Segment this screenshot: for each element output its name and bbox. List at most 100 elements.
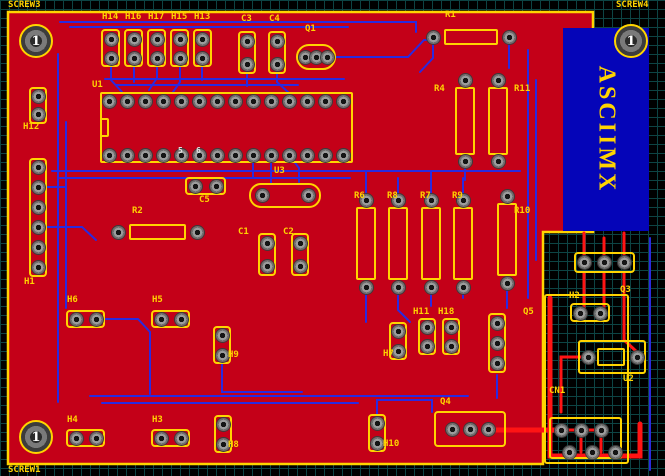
pad [491, 73, 505, 87]
copper-text-block[interactable]: ASCIIMX [563, 28, 649, 231]
footprint-outline [296, 44, 336, 70]
pad [210, 148, 224, 162]
pad [500, 276, 514, 290]
pad [500, 189, 514, 203]
ref-label-cn1: CN1 [549, 386, 566, 396]
board-title-text: ASCIIMX [593, 65, 620, 194]
ref-label-h10: H10 [383, 439, 400, 449]
pad [102, 148, 116, 162]
footprint-outline [549, 417, 622, 459]
label-screw1: SCREW1 [8, 465, 41, 475]
footprint-outline [444, 29, 498, 45]
pad [318, 94, 332, 108]
footprint-outline [214, 415, 232, 453]
pad [228, 94, 242, 108]
ref-label-q4: Q4 [440, 397, 451, 407]
pad [215, 328, 229, 342]
footprint-outline [66, 429, 105, 447]
pad [89, 312, 103, 326]
pad [318, 148, 332, 162]
pad [195, 32, 209, 46]
pad [282, 148, 296, 162]
pad [301, 188, 315, 202]
pad [192, 94, 206, 108]
pad [391, 344, 405, 358]
ref-label-r1: R1 [445, 10, 456, 20]
pad [174, 148, 188, 162]
footprint-outline [597, 348, 625, 366]
pad [554, 423, 568, 437]
ref-label-h18: H18 [438, 307, 455, 317]
ref-label-h17: H17 [148, 12, 165, 22]
mounting-hole-screw4[interactable]: 1 [614, 24, 648, 58]
pad [216, 417, 230, 431]
ref-label-h12: H12 [23, 122, 40, 132]
pad [593, 306, 607, 320]
footprint-outline [389, 322, 407, 360]
pad [370, 416, 384, 430]
pad [120, 94, 134, 108]
footprint-outline [101, 29, 120, 67]
footprint-outline [453, 207, 473, 280]
ref-label-h16: H16 [125, 12, 142, 22]
pad [391, 193, 405, 207]
ref-label-c1: C1 [238, 227, 249, 237]
footprint-outline [29, 87, 47, 124]
pad [574, 423, 588, 437]
pad [491, 154, 505, 168]
mounting-hole-screw1[interactable]: 1 [19, 420, 53, 454]
trace [59, 21, 417, 33]
pad [31, 260, 45, 274]
ref-label-h6: H6 [67, 295, 78, 305]
ref-label-h7: H7 [383, 349, 394, 359]
pad [89, 431, 103, 445]
pad [31, 160, 45, 174]
pad [391, 280, 405, 294]
ref-label-c3: C3 [241, 14, 252, 24]
footprint-outline [170, 29, 189, 67]
pad [391, 324, 405, 338]
pad [150, 51, 164, 65]
pad [502, 30, 516, 44]
pad [138, 94, 152, 108]
pad [359, 193, 373, 207]
footprint-outline [238, 31, 256, 74]
footprint-outline [497, 203, 517, 276]
pad [300, 94, 314, 108]
pad [156, 94, 170, 108]
footprint-outline [574, 252, 635, 273]
pad [426, 30, 440, 44]
ref-label-h15: H15 [171, 12, 188, 22]
pad [490, 316, 504, 330]
pad [309, 50, 323, 64]
label-screw3: SCREW3 [8, 0, 41, 10]
pin-number-6: 6 [196, 146, 201, 155]
pad [270, 34, 284, 48]
pad [69, 431, 83, 445]
pad [444, 339, 458, 353]
ref-label-q1: Q1 [305, 24, 316, 34]
pad [156, 148, 170, 162]
pad [31, 200, 45, 214]
footprint-outline [124, 29, 143, 67]
trace [221, 363, 303, 393]
pad [597, 255, 611, 269]
ref-label-r9: R9 [452, 191, 463, 201]
footprint-outline [544, 294, 629, 464]
pad [31, 107, 45, 121]
label-screw4: SCREW4 [616, 0, 649, 10]
pad [420, 320, 434, 334]
ref-label-h9: H9 [228, 350, 239, 360]
pad [260, 236, 274, 250]
pad [174, 94, 188, 108]
footprint-outline [268, 31, 286, 74]
pad [594, 423, 608, 437]
mounting-hole-screw3[interactable]: 1 [19, 24, 53, 58]
ref-label-h11: H11 [413, 307, 430, 317]
footprint-outline [488, 313, 506, 373]
pad [444, 320, 458, 334]
ref-label-r6: R6 [354, 191, 365, 201]
pad [111, 225, 125, 239]
ref-label-c4: C4 [269, 14, 280, 24]
